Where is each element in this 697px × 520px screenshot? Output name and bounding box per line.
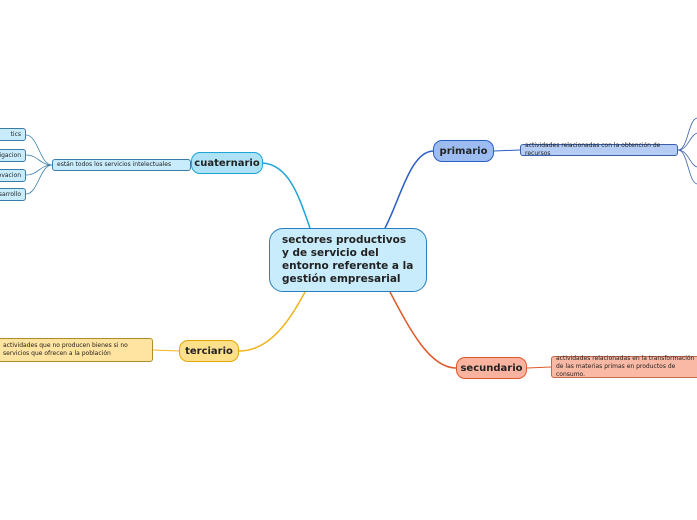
link-sub-1	[25, 134, 53, 166]
leaf-terciario-description[interactable]: actividades que no producen bienes si no…	[0, 338, 153, 362]
link-central-secundario	[389, 291, 457, 369]
branch-secundario-label: secundario	[460, 362, 523, 374]
branch-primario-label: primario	[439, 145, 488, 157]
leaf-secundario-description[interactable]: actividades relacionadas en la transform…	[551, 355, 697, 378]
central-topic[interactable]: sectores productivos y de servicio del e…	[269, 228, 427, 292]
leaf-terciario-text: actividades que no producen bienes si no…	[3, 342, 128, 357]
link-central-terciario	[238, 291, 306, 352]
branch-cuaternario[interactable]: cuaternario	[191, 152, 263, 174]
link-secundario-leaf	[526, 366, 552, 369]
link-terciario-leaf	[152, 349, 180, 352]
subitem-innovacion[interactable]: novacion	[0, 169, 26, 182]
branch-primario[interactable]: primario	[433, 140, 494, 162]
leaf-primario-description[interactable]: actividades relacionadas con la obtenció…	[520, 142, 678, 157]
subitem-investigacion[interactable]: stigacion	[0, 149, 26, 162]
leaf-cuaternario-description[interactable]: están todos los servicios intelectuales	[52, 159, 191, 171]
subitem-desarrollo[interactable]: esarrollo	[0, 188, 26, 201]
link-primario-sub-1	[677, 117, 697, 151]
leaf-cuaternario-text: están todos los servicios intelectuales	[57, 161, 172, 168]
subitem-desarrollo-label: esarrollo	[0, 191, 21, 198]
link-primario-sub-2	[677, 132, 697, 151]
branch-terciario-label: terciario	[185, 345, 233, 357]
central-topic-label: sectores productivos y de servicio del e…	[282, 234, 414, 285]
branch-terciario[interactable]: terciario	[179, 340, 239, 362]
branch-secundario[interactable]: secundario	[456, 357, 527, 379]
subitem-tics[interactable]: tics	[0, 128, 26, 141]
link-sub-2	[25, 154, 53, 166]
link-sub-4	[25, 164, 53, 195]
subitem-innovacion-label: novacion	[0, 172, 21, 179]
link-primario-leaf	[493, 149, 521, 152]
link-central-cuaternario	[262, 162, 311, 229]
link-central-primario	[384, 150, 434, 229]
subitem-tics-label: tics	[10, 131, 21, 138]
link-primario-sub-4	[677, 149, 697, 185]
leaf-secundario-text: actividades relacionadas en la transform…	[556, 355, 695, 378]
branch-cuaternario-label: cuaternario	[194, 157, 260, 169]
subitem-investigacion-label: stigacion	[0, 152, 21, 159]
leaf-primario-text: actividades relacionadas con la obtenció…	[525, 142, 661, 157]
